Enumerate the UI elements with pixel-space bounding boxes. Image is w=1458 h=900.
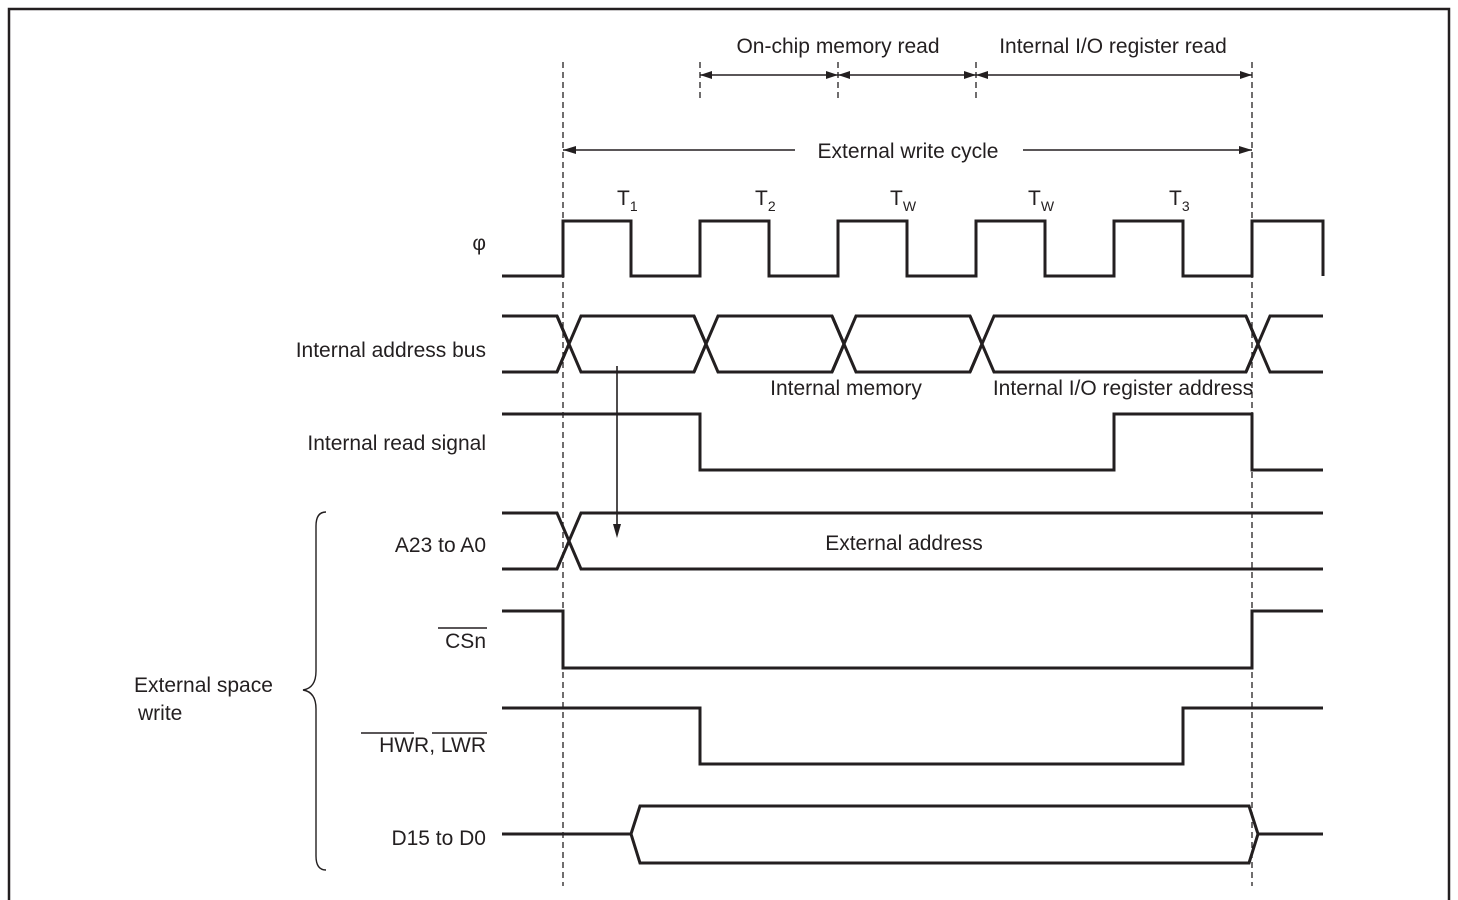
onchip-read-arrows: [700, 71, 976, 79]
external-write-cycle-arrow: [563, 146, 1252, 154]
hwr-lwr-waveform: [502, 706, 1323, 766]
state-label-t2: T2: [755, 187, 776, 214]
figure-frame: [7, 7, 1451, 900]
csn-waveform: [502, 609, 1323, 670]
d15-to-d0-label: D15 to D0: [391, 827, 486, 850]
internal-address-bus-waveform: [502, 314, 1323, 374]
external-space-label: External space: [134, 674, 273, 697]
internal-read-signal-label: Internal read signal: [307, 432, 486, 455]
io-read-arrow: [976, 71, 1252, 79]
onchip-memory-read-label: On-chip memory read: [736, 35, 939, 58]
hwr-lwr-label: HWR, LWR: [379, 734, 486, 757]
state-label-t3: T3: [1169, 187, 1190, 214]
write-label: write: [137, 702, 182, 725]
csn-label: CSn: [445, 630, 486, 653]
internal-address-bus-label: Internal address bus: [296, 339, 486, 362]
internal-memory-label: Internal memory: [770, 377, 922, 400]
state-label-t1: T1: [617, 187, 638, 214]
internal-read-signal-waveform: [502, 412, 1323, 472]
address-propagation-arrow: [613, 366, 621, 538]
d15-to-d0-waveform: [502, 804, 1323, 865]
state-label-tw-2: TW: [1028, 187, 1055, 214]
external-space-write-brace: [302, 511, 327, 871]
internal-io-register-address-label: Internal I/O register address: [993, 377, 1253, 400]
internal-io-register-read-label: Internal I/O register read: [999, 35, 1227, 58]
state-label-tw-1: TW: [890, 187, 917, 214]
a23-to-a0-label: A23 to A0: [395, 534, 486, 557]
phi-clock-waveform: [502, 219, 1325, 278]
external-write-cycle-label: External write cycle: [818, 140, 999, 163]
external-address-label: External address: [825, 532, 983, 555]
a23-to-a0-waveform: [502, 511, 1323, 571]
phi-label: φ: [472, 232, 486, 255]
